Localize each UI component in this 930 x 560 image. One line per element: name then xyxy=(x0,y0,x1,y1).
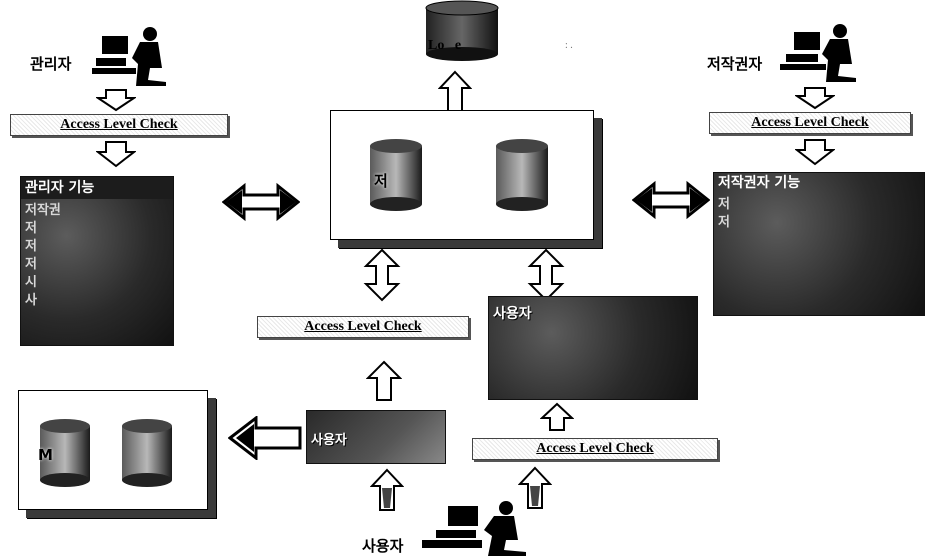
bidirectional-arrow-icon xyxy=(632,180,710,220)
copyright-panel-row: 저 xyxy=(718,197,730,211)
up-arrow-icon xyxy=(366,360,402,401)
database-cylinder-icon xyxy=(370,139,422,211)
up-arrow-icon xyxy=(438,70,472,113)
admin-computer-user-icon xyxy=(92,27,166,86)
admin-access-level-check: Access Level Check xyxy=(10,114,228,136)
admin-panel-row: 저작권 xyxy=(25,203,61,217)
database-cylinder-icon xyxy=(40,419,90,487)
user-function-panel: 사용자 xyxy=(488,296,698,400)
copyright-function-panel: 저작권자 기능 저 저 xyxy=(713,172,925,316)
user-module-panel: 사용자 xyxy=(306,410,446,464)
down-arrow-icon xyxy=(96,141,136,168)
user-module-panel-title: 사용자 xyxy=(311,433,347,448)
top-db-label-head: Lo xyxy=(428,38,445,53)
top-db-label-tail: e xyxy=(454,38,462,53)
copyright-computer-user-icon xyxy=(780,24,856,82)
up-arrow-icon xyxy=(518,466,552,509)
down-arrow-icon xyxy=(795,139,835,166)
center-access-level-check: Access Level Check xyxy=(257,316,469,338)
admin-panel-title: 관리자 기능 xyxy=(21,177,173,199)
up-arrow-icon xyxy=(540,402,574,431)
database-cylinder-icon xyxy=(496,139,548,211)
down-arrow-icon xyxy=(96,89,136,112)
copyright-panel-row: 저 xyxy=(718,215,730,229)
admin-panel-row: 시 xyxy=(25,275,37,289)
user-label: 사용자 xyxy=(362,537,404,555)
central-database-box xyxy=(330,110,594,240)
bidirectional-arrow-icon xyxy=(222,182,300,222)
user-computer-icon xyxy=(422,501,526,556)
down-arrow-icon xyxy=(795,87,835,110)
up-arrow-icon xyxy=(370,468,404,511)
copyright-panel-title: 저작권자 기능 xyxy=(718,175,801,191)
copyright-access-level-check: Access Level Check xyxy=(709,112,911,134)
admin-panel-row: 저 xyxy=(25,239,37,253)
admin-panel-row: 사 xyxy=(25,293,37,307)
vertical-bidirectional-arrow-icon xyxy=(363,248,401,302)
admin-panel-row: 저 xyxy=(25,257,37,271)
admin-panel-row: 저 xyxy=(25,221,37,235)
left-arrow-icon xyxy=(228,416,302,460)
database-cylinder-icon xyxy=(122,419,172,487)
central-db-left-label: 저 xyxy=(374,172,388,190)
bottom-left-db-label: M xyxy=(38,446,53,464)
top-database-cylinder xyxy=(425,0,499,61)
user-access-level-check: Access Level Check xyxy=(472,438,718,460)
stray-mark: : . xyxy=(565,40,573,51)
copyright-holder-label: 저작권자 xyxy=(707,55,763,73)
admin-function-panel: 관리자 기능 저작권 저 저 저 시 사 xyxy=(20,176,174,346)
vertical-bidirectional-arrow-icon xyxy=(527,248,565,302)
top-database-label: Lo e xyxy=(428,38,461,54)
admin-label: 관리자 xyxy=(30,55,72,73)
user-function-panel-title: 사용자 xyxy=(493,306,532,322)
